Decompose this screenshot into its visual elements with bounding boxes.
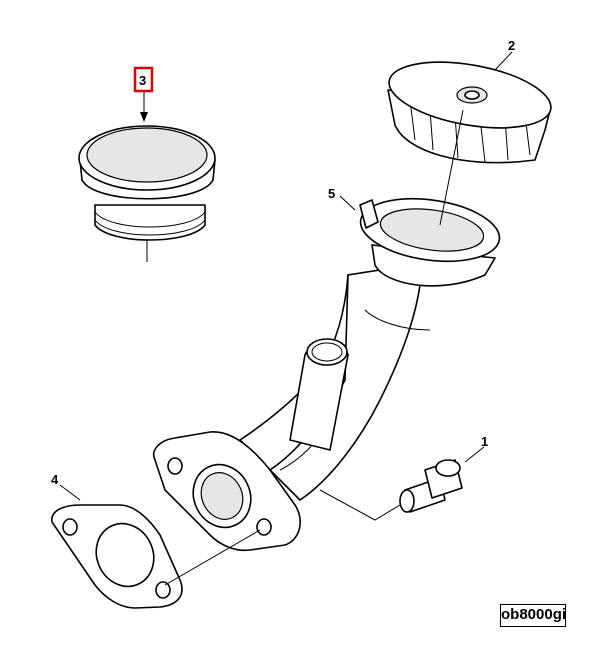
- bolt: [399, 459, 463, 513]
- callout-1[interactable]: 1: [481, 434, 488, 449]
- callout-2[interactable]: 2: [508, 38, 515, 53]
- leader-lines: [59, 51, 513, 586]
- gasket: [51, 504, 183, 609]
- callout-3-highlight: [133, 66, 154, 93]
- filler-tube: [153, 269, 431, 552]
- plug-cap: [78, 125, 216, 241]
- reference-code: ob8000gi: [500, 604, 566, 627]
- filler-neck-collar: [359, 197, 501, 287]
- callout-5[interactable]: 5: [328, 186, 335, 201]
- callout-3[interactable]: 3: [139, 73, 146, 88]
- callout-4[interactable]: 4: [51, 472, 59, 487]
- filler-cap: [387, 61, 552, 164]
